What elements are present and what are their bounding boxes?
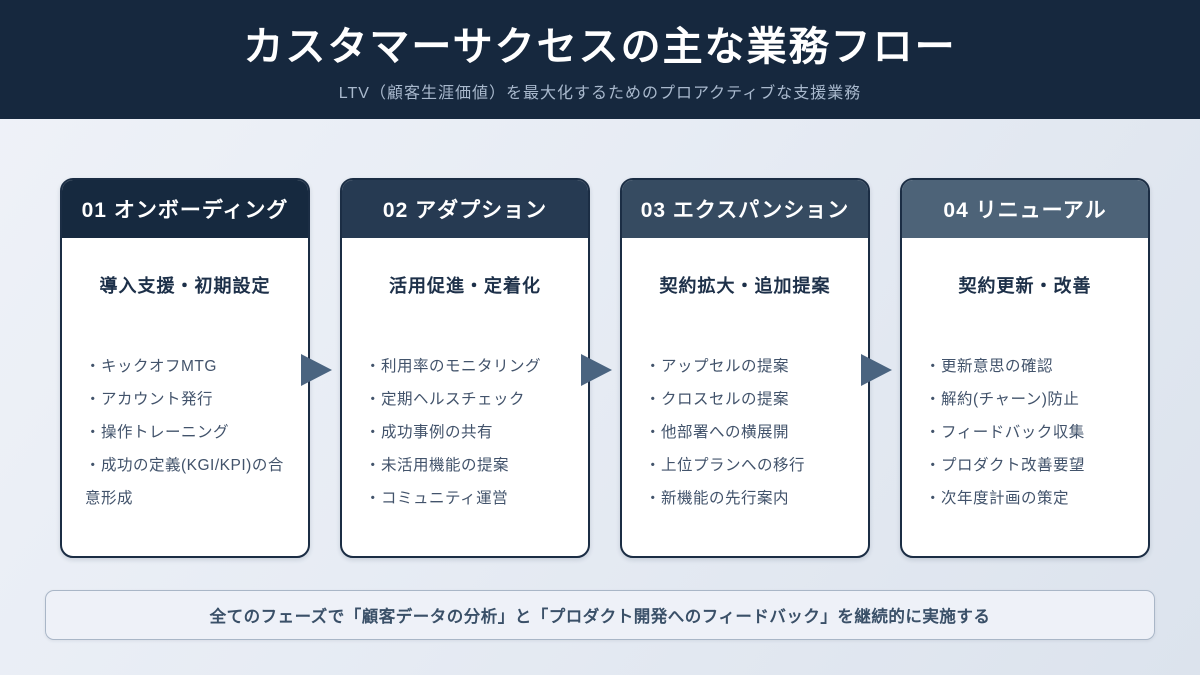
phase-card-header: 02 アダプション xyxy=(342,180,588,238)
phase-item: ・利用率のモニタリング xyxy=(365,358,542,375)
phase-item: ・他部署への横展開 xyxy=(645,424,790,441)
phase-subtitle: 契約拡大・追加提案 xyxy=(659,276,831,296)
page-title: カスタマーサクセスの主な業務フロー xyxy=(243,25,957,69)
phase-item: ・アカウント発行 xyxy=(85,391,214,408)
phase-card-body: 契約拡大・追加提案 ・アップセルの提案 ・クロスセルの提案 ・他部署への横展開 … xyxy=(622,238,868,515)
footer-note: 全てのフェーズで「顧客データの分析」と「プロダクト開発へのフィードバック」を継続… xyxy=(209,608,991,626)
phase-item: ・コミュニティ運営 xyxy=(365,490,509,507)
phase-item: ・新機能の先行案内 xyxy=(645,490,790,507)
phase-card-header: 04 リニューアル xyxy=(902,180,1148,238)
phase-card-expansion: 03 エクスパンション 契約拡大・追加提案 ・アップセルの提案 ・クロスセルの提… xyxy=(620,178,870,558)
phase-item-list: ・アップセルの提案 ・クロスセルの提案 ・他部署への横展開 ・上位プランへの移行… xyxy=(636,350,854,515)
phase-card-body: 契約更新・改善 ・更新意思の確認 ・解約(チャーン)防止 ・フィードバック収集 … xyxy=(902,238,1148,515)
phase-item: ・キックオフMTG xyxy=(85,358,217,375)
phase-card-body: 活用促進・定着化 ・利用率のモニタリング ・定期ヘルスチェック ・成功事例の共有… xyxy=(342,238,588,515)
page-subtitle: LTV（顧客生涯価値）を最大化するためのプロアクティブな支援業務 xyxy=(338,85,862,102)
phase-label: 03 エクスパンション xyxy=(640,199,850,222)
phase-item: ・次年度計画の策定 xyxy=(925,490,1070,507)
flow-arrow-icon xyxy=(581,354,612,386)
phase-item: ・フィードバック収集 xyxy=(925,424,1085,441)
phase-item: ・上位プランへの移行 xyxy=(645,457,806,474)
phase-card-adoption: 02 アダプション 活用促進・定着化 ・利用率のモニタリング ・定期ヘルスチェッ… xyxy=(340,178,590,558)
top-banner: カスタマーサクセスの主な業務フロー LTV（顧客生涯価値）を最大化するためのプロ… xyxy=(0,0,1200,119)
phase-label: 01 オンボーディング xyxy=(81,199,289,222)
phase-item-list: ・更新意思の確認 ・解約(チャーン)防止 ・フィードバック収集 ・プロダクト改善… xyxy=(916,350,1134,515)
flow-arrow-icon xyxy=(861,354,892,386)
phase-item: ・操作トレーニング xyxy=(85,424,230,441)
phase-card-body: 導入支援・初期設定 ・キックオフMTG ・アカウント発行 ・操作トレーニング ・… xyxy=(62,238,308,515)
phase-card-renewal: 04 リニューアル 契約更新・改善 ・更新意思の確認 ・解約(チャーン)防止 ・… xyxy=(900,178,1150,558)
phase-item: ・成功の定義(KGI/KPI)の合意形成 xyxy=(85,457,284,507)
phase-item: ・プロダクト改善要望 xyxy=(925,457,1086,474)
phase-label: 02 アダプション xyxy=(382,199,548,222)
phase-subtitle: 導入支援・初期設定 xyxy=(99,276,271,296)
phase-item: ・成功事例の共有 xyxy=(365,424,494,441)
phase-item: ・クロスセルの提案 xyxy=(645,391,790,408)
phase-card-onboarding: 01 オンボーディング 導入支援・初期設定 ・キックオフMTG ・アカウント発行… xyxy=(60,178,310,558)
phase-item: ・解約(チャーン)防止 xyxy=(925,391,1080,408)
phase-item-list: ・キックオフMTG ・アカウント発行 ・操作トレーニング ・成功の定義(KGI/… xyxy=(76,350,294,515)
flow-arrow-icon xyxy=(301,354,332,386)
phase-item-list: ・利用率のモニタリング ・定期ヘルスチェック ・成功事例の共有 ・未活用機能の提… xyxy=(356,350,574,515)
phase-card-header: 03 エクスパンション xyxy=(622,180,868,238)
phase-item: ・未活用機能の提案 xyxy=(365,457,510,474)
phase-label: 04 リニューアル xyxy=(943,199,1107,222)
phase-card-header: 01 オンボーディング xyxy=(62,180,308,238)
phase-subtitle: 活用促進・定着化 xyxy=(389,276,541,296)
phase-item: ・更新意思の確認 xyxy=(925,358,1054,375)
phase-subtitle: 契約更新・改善 xyxy=(958,276,1092,296)
footer-note-box: 全てのフェーズで「顧客データの分析」と「プロダクト開発へのフィードバック」を継続… xyxy=(45,590,1155,640)
phase-item: ・定期ヘルスチェック xyxy=(365,391,526,408)
phase-item: ・アップセルの提案 xyxy=(645,358,790,375)
